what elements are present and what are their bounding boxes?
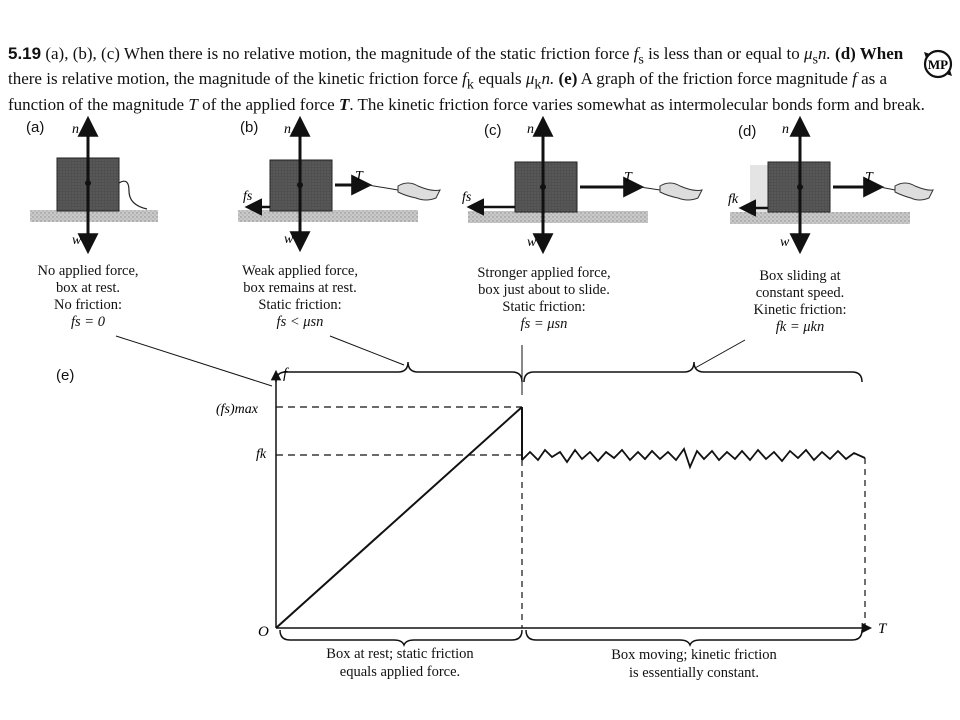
y-axis-label: f [283, 366, 289, 382]
svg-text:w: w [780, 235, 790, 250]
friction-graph: f T O (fs)max fk [115, 335, 888, 648]
ground-surface [238, 210, 418, 222]
panel-label-b: (b) [240, 119, 259, 136]
top-brace-static [275, 361, 523, 383]
panel-c [466, 115, 703, 255]
bottom-brace-static [279, 629, 523, 648]
svg-text:w: w [527, 235, 537, 250]
vector-labels: n w n w T fs n w T fs n w T fk [72, 122, 874, 250]
svg-text:w: w [72, 233, 82, 248]
motion-blur [750, 165, 770, 212]
panel-a [30, 115, 158, 255]
hand-icon [659, 182, 703, 201]
mp-badge-icon: MP [923, 49, 953, 79]
static-friction-line [275, 406, 523, 629]
fk-label: fk [256, 447, 267, 462]
pointer-d [694, 339, 746, 369]
bottom-brace-kinetic [525, 629, 863, 648]
top-brace-kinetic [523, 361, 863, 383]
panel-b-description: Weak applied force, box remains at rest.… [200, 263, 400, 331]
ground-surface [468, 211, 648, 223]
svg-text:n: n [72, 122, 79, 137]
svg-text:w: w [284, 232, 294, 247]
friction-equation: fs < μsn [276, 314, 324, 330]
origin-label: O [258, 624, 269, 640]
fs-max-label: (fs)max [216, 402, 259, 417]
ground-surface [30, 210, 158, 222]
panel-label-d: (d) [738, 123, 757, 140]
svg-text:n: n [284, 122, 291, 137]
panel-d [730, 115, 934, 255]
panel-b [238, 115, 441, 253]
panel-label-c: (c) [484, 122, 502, 139]
svg-text:T: T [865, 170, 874, 185]
note-static: Box at rest; static friction equals appl… [326, 646, 474, 680]
panel-c-description: Stronger applied force, box just about t… [444, 265, 644, 333]
pointer-a [115, 335, 273, 387]
svg-text:MP: MP [928, 57, 948, 72]
svg-text:T: T [355, 169, 364, 184]
figure-caption: 5.19 (a), (b), (c) When there is no rela… [8, 44, 925, 114]
kinetic-friction-line [521, 447, 866, 470]
rope [118, 180, 148, 210]
hand-icon [894, 182, 934, 201]
pointer-b [329, 335, 405, 366]
svg-text:fs: fs [462, 190, 472, 205]
svg-text:fs: fs [243, 189, 253, 204]
ground-surface [730, 212, 910, 224]
hand-icon [397, 182, 441, 201]
svg-text:n: n [527, 122, 534, 137]
friction-equation: fk = μkn [775, 319, 825, 335]
svg-text:fk: fk [728, 192, 739, 207]
note-kinetic: Box moving; kinetic friction is essentia… [611, 647, 777, 681]
svg-text:n: n [782, 122, 789, 137]
panel-label-a: (a) [26, 119, 45, 136]
box [514, 161, 578, 213]
panel-d-description: Box sliding at constant speed. Kinetic f… [700, 268, 900, 336]
friction-equation: fs = 0 [71, 314, 105, 330]
svg-text:T: T [624, 170, 633, 185]
panel-label-e: (e) [56, 367, 75, 384]
x-axis-label: T [878, 621, 888, 637]
figure-number: 5.19 [8, 44, 42, 63]
panel-a-description: No applied force, box at rest. No fricti… [0, 263, 188, 331]
friction-equation: fs = μsn [520, 316, 568, 332]
